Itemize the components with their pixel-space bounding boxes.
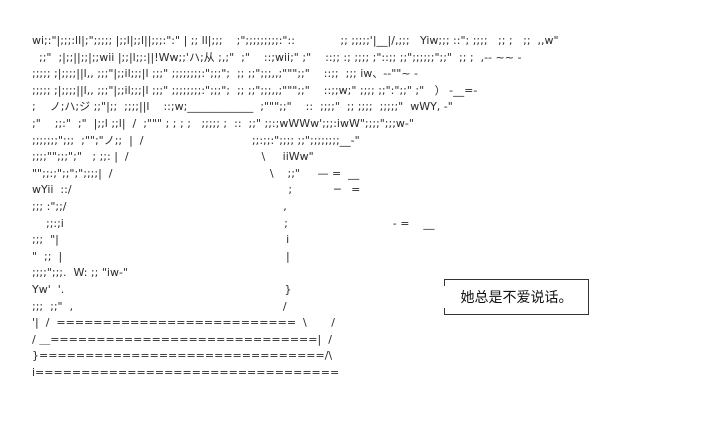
ascii-art-line: ;;;;;;;";;; ;"";"ノ;; | / ;;:;;:";;;; ;;"…: [32, 133, 360, 147]
ascii-art-line: ;;;;"";;;";" ; ;;: | / \ iiWw": [32, 150, 314, 164]
ascii-art-line: ;;:;i ; - = __: [32, 216, 435, 230]
ascii-art-line: ;;; :";;/ ,: [32, 199, 287, 213]
caption-text: 她总是不爱说话。: [460, 290, 573, 306]
ascii-art-line: ;;; ;;" , /: [32, 299, 287, 313]
ascii-art-line: '| / ========================== \ /: [32, 316, 335, 330]
ascii-art-lines: wi;:"|;;;:ll|;";;;;; |;;l|;;l||;;;:":" |…: [32, 33, 712, 421]
ascii-art-line: " ;; | |: [32, 249, 290, 263]
ascii-art-line: ;;;;; ;|;;;;||l,, ;;;"|;;il;;;|l ;;;" ;;…: [32, 83, 478, 97]
speech-caption-box: 她总是不爱说话。: [444, 279, 589, 315]
ascii-art-line: ;;; "| i: [32, 233, 290, 247]
ascii-art-line: / ＿=============================| /: [32, 332, 332, 346]
ascii-art-line: "";;:;";;";";;;;| / \ ;;" — = __: [32, 166, 360, 180]
ascii-art-line: wi;:"|;;;:ll|;";;;;; |;;l|;;l||;;;:":" |…: [32, 34, 559, 47]
ascii-art-line: }===============================/\: [32, 349, 333, 363]
ascii-art-line: Yw' '. }: [32, 282, 292, 296]
ascii-art-line: wYii ::/ ; ─ =: [32, 183, 361, 197]
ascii-art-line: ;;;;; ;|;;;;||l,, ;;;"|;;il;;;|l ;;;" ;;…: [32, 67, 419, 81]
ascii-art-line: ; ノ;ハ;ジ ;;"|;; ;;;;||l ::;w;____________…: [32, 100, 453, 114]
ascii-art-line: ;;;;";;;. W: ;; "iw-": [32, 266, 128, 280]
ascii-art-line: ;" ;;:" ;" |;;l ;;l| / ;""" ; ; ; ; ;;;;…: [32, 116, 414, 130]
ascii-art-line: ;;" ;|;;||;;|;;wii |;;|l;;:||!Ww;;'ハ;从 ;…: [32, 50, 522, 64]
ascii-art-line: i=================================: [32, 365, 340, 379]
